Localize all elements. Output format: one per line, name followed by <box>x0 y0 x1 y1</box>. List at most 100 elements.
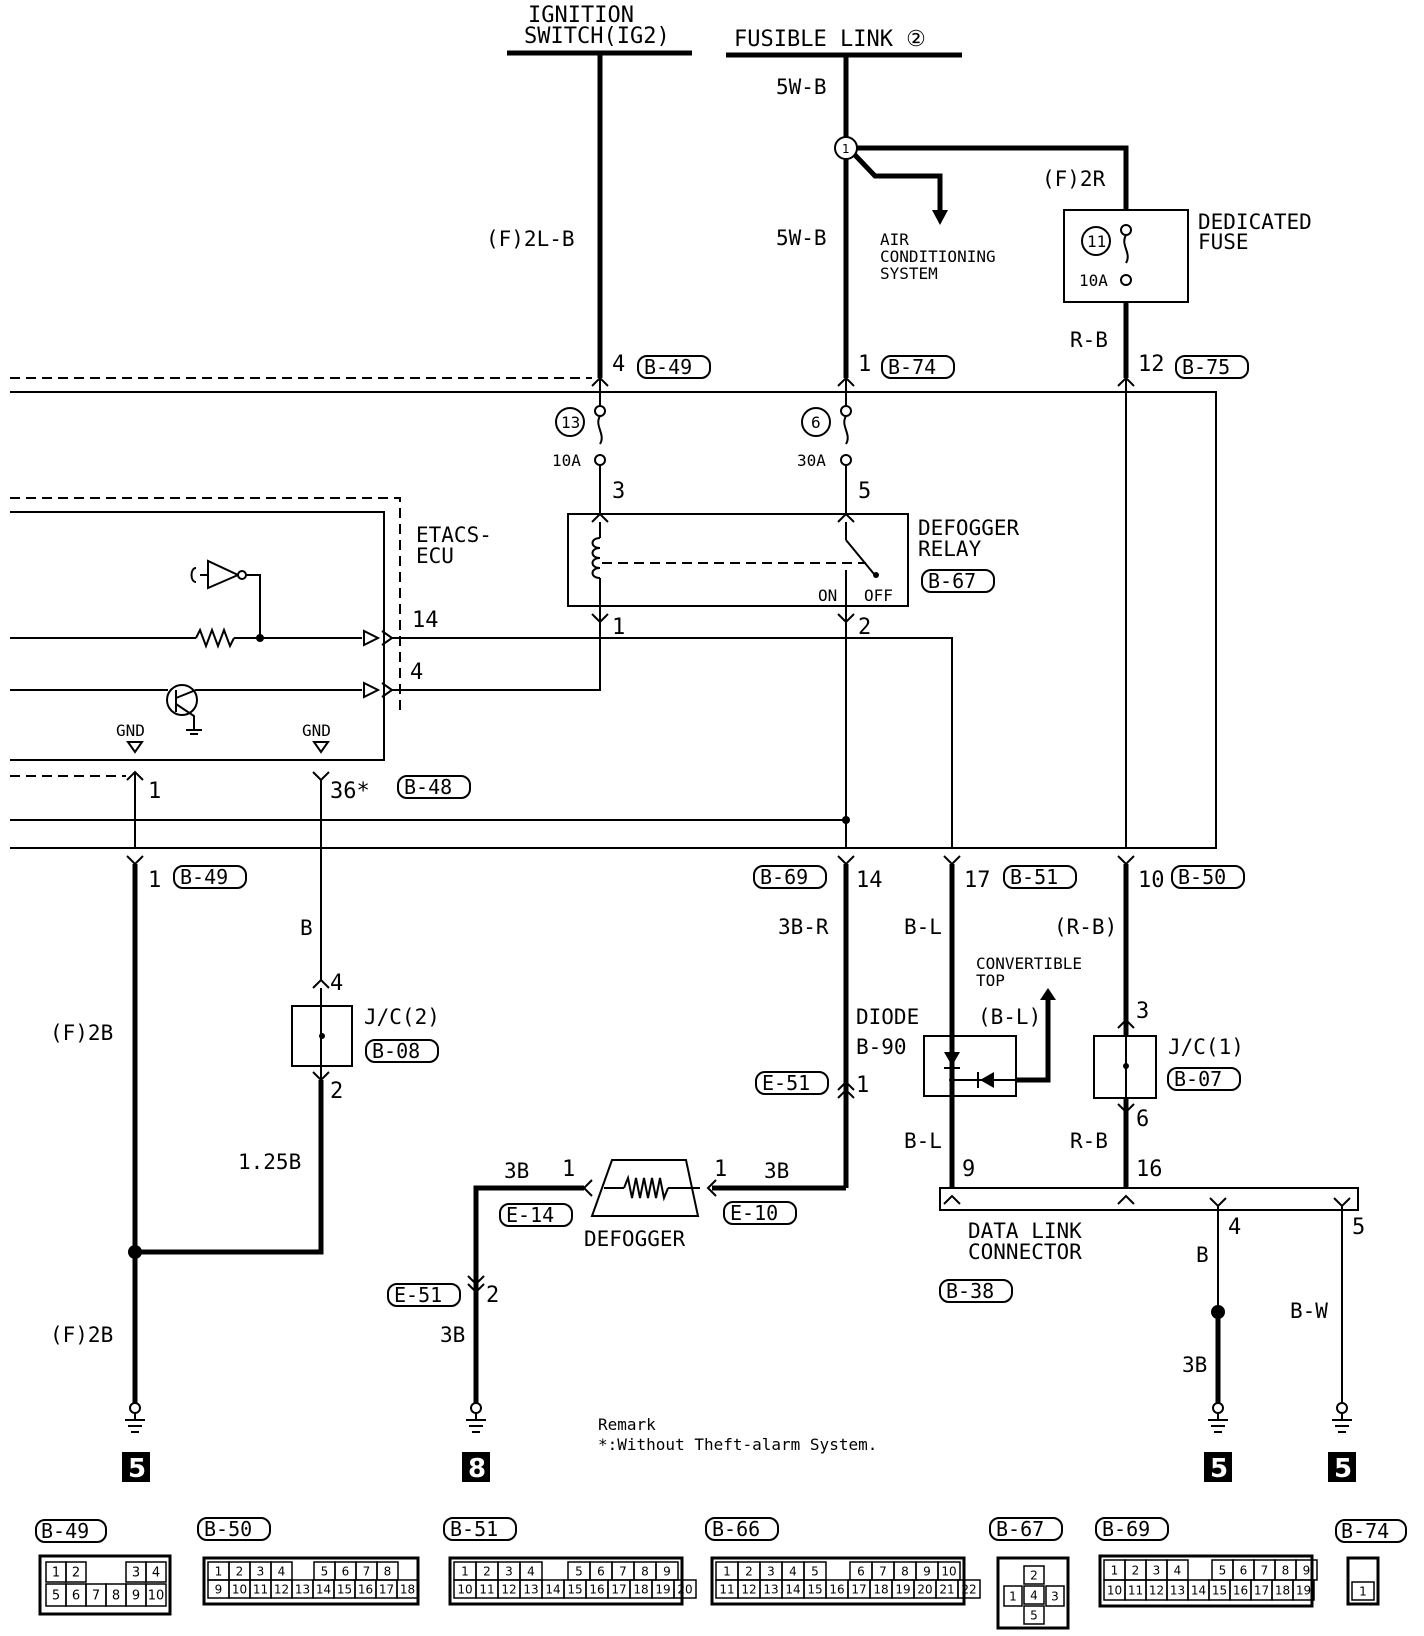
remark-title: Remark <box>598 1415 656 1434</box>
ground-1: 5 <box>122 1402 150 1484</box>
ground-2-badge <box>462 1452 490 1482</box>
pin-number: 5 <box>575 1564 583 1578</box>
pin-9-dlc: 9 <box>962 1157 975 1182</box>
ground-2-symbol <box>466 1413 486 1433</box>
arrow-gnd36 <box>312 771 330 782</box>
pin-number: 12 <box>1149 1583 1164 1597</box>
gnd-label-1: GND <box>116 721 145 740</box>
pin-1-relay: 1 <box>612 615 625 640</box>
ground-4-badge <box>1328 1452 1356 1482</box>
jc1: J/C(1) B-07 <box>1093 1035 1244 1099</box>
tag-b75: B-75 <box>1182 355 1230 379</box>
cv-b50-tag-box <box>197 1517 271 1541</box>
wbl-paren-label: (B-L) <box>978 1005 1041 1029</box>
pin-number: 2 <box>483 1564 491 1578</box>
relay-on-label: ON <box>818 586 837 605</box>
etacs-label-1: ETACS- <box>416 523 492 547</box>
relay-contact-arm <box>845 539 875 575</box>
ground-4-number: 5 <box>1334 1454 1352 1484</box>
tag-b74-box <box>881 355 955 379</box>
pin-number: 14 <box>316 1582 331 1596</box>
pin-number: 8 <box>112 1589 120 1604</box>
pin-number: 7 <box>1261 1563 1269 1577</box>
pin-number: 12 <box>501 1582 516 1596</box>
pin-number: 17 <box>379 1582 394 1596</box>
dedicated-feed-wire <box>857 145 1129 210</box>
pin-number: 3 <box>132 1566 140 1581</box>
pin-number: 18 <box>400 1582 415 1596</box>
pin-number: 1 <box>52 1566 60 1581</box>
pin-number: 11 <box>719 1582 734 1596</box>
pin-number: 13 <box>295 1582 310 1596</box>
tag-b50: B-50 <box>1178 865 1226 889</box>
dlc-label-2: CONNECTOR <box>968 1240 1082 1264</box>
fl-wire-mid-label: 5W-B <box>776 226 827 250</box>
pin-number: 1 <box>461 1564 469 1578</box>
fuse13-element <box>597 415 603 445</box>
ground-2-number: 8 <box>468 1454 486 1484</box>
jc1-node <box>1123 1063 1129 1069</box>
pin-number: 5 <box>811 1564 819 1578</box>
gnd-symbol-1 <box>126 741 144 754</box>
cv-b69-body <box>1098 1554 1314 1608</box>
tag-e14-box <box>499 1203 573 1227</box>
defogger: DEFOGGER <box>584 1159 700 1251</box>
pin-number: 6 <box>1240 1563 1248 1577</box>
diode-label-1: DIODE <box>856 1005 919 1029</box>
inverter-bubble <box>237 570 247 580</box>
pin-number: 8 <box>901 1564 909 1578</box>
convertible-arrow <box>1040 988 1056 1000</box>
ecu-conn-14 <box>381 630 394 646</box>
aircon-label-1: AIR <box>880 230 909 249</box>
gnd-symbol-2 <box>312 741 330 754</box>
ded-wire-bot-label: R-B <box>1070 328 1108 352</box>
pin-number: 11 <box>1128 1583 1143 1597</box>
cv-b67-tag: B-67 <box>996 1517 1044 1541</box>
aircon-label: AIR CONDITIONING SYSTEM <box>880 230 996 283</box>
pin-number: 7 <box>363 1564 371 1578</box>
pin-1-fl: 1 <box>858 352 871 377</box>
data-link-connector: DATA LINK CONNECTOR B-38 <box>939 1187 1359 1303</box>
inverter-input <box>190 567 208 583</box>
cv-b74-body <box>1346 1556 1380 1606</box>
relay-arrow-5 <box>837 512 855 523</box>
pin-36-gnd: 36* <box>330 779 370 804</box>
tag-b08: B-08 <box>372 1039 420 1063</box>
pin-number: 4 <box>152 1566 160 1581</box>
ground-4-symbol <box>1332 1413 1352 1433</box>
convertible-label-2: TOP <box>976 971 1005 990</box>
arrow-e51-bot-1 <box>467 1275 485 1286</box>
fl-wire-top-label: 5W-B <box>776 75 827 99</box>
ecu-dashed-outline <box>10 497 401 714</box>
pin-number: 18 <box>873 1582 888 1596</box>
jc2: J/C(2) B-08 <box>291 988 440 1080</box>
pin-3-relay: 3 <box>612 479 625 504</box>
ign-wire-label: (F)2L-B <box>486 227 575 251</box>
arrow-jc1-top <box>1117 1018 1135 1029</box>
fusible-link-label: FUSIBLE LINK ② <box>734 27 926 52</box>
pin-number: 7 <box>92 1589 100 1604</box>
pin-cell <box>1351 1581 1375 1601</box>
aircon-arrow <box>932 210 948 225</box>
pin-cell <box>396 1579 419 1599</box>
tag-b69-box <box>753 865 827 889</box>
fusible-link-source: FUSIBLE LINK ② <box>726 27 962 58</box>
relay-off-label: OFF <box>864 586 893 605</box>
tag-b67-box <box>921 569 995 593</box>
pin-3-jc1: 3 <box>1136 999 1149 1024</box>
pin-5-relay: 5 <box>858 479 871 504</box>
defogger-body <box>590 1159 700 1217</box>
wb-dlc-label: B <box>1196 1243 1209 1267</box>
fuse13-pin-bot <box>594 454 606 466</box>
pin-number: 20 <box>917 1582 932 1596</box>
ground-3-badge <box>1204 1452 1232 1482</box>
pin-5-dlc: 5 <box>1352 1215 1365 1240</box>
pin-number: 6 <box>342 1564 350 1578</box>
tag-b69: B-69 <box>760 865 808 889</box>
b125-label: 1.25B <box>238 1150 301 1174</box>
tag-b67: B-67 <box>928 569 976 593</box>
pin-number: 17 <box>1254 1583 1269 1597</box>
fuse6-amp: 30A <box>797 451 826 470</box>
